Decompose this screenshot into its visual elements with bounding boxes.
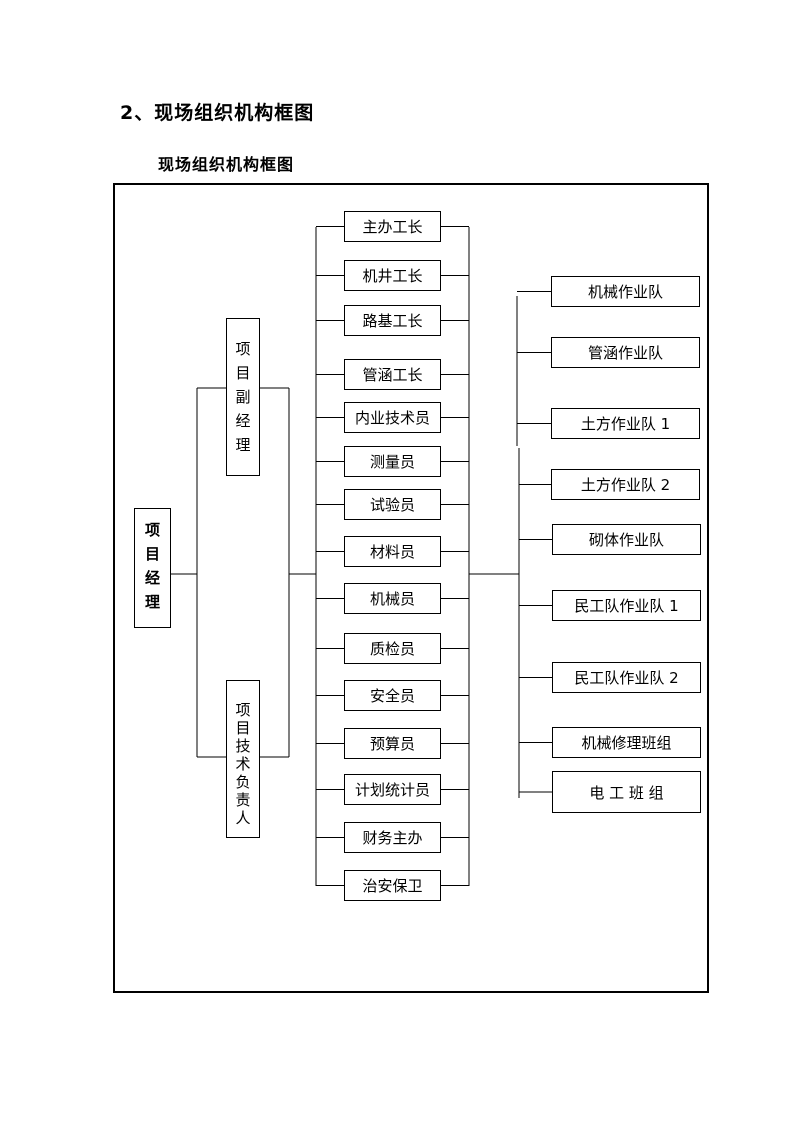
staff-box: 财务主办	[344, 822, 441, 853]
technical-lead-label-3: 技	[235, 737, 251, 755]
technical-lead-label-1: 项	[235, 701, 251, 719]
staff-box: 治安保卫	[344, 870, 441, 901]
project-manager-label-2: 目	[144, 545, 160, 563]
technical-lead-label-4: 术	[235, 755, 251, 773]
project-manager-box: 项 目 经 理	[134, 508, 171, 628]
diagram-title: 现场组织机构框图	[158, 155, 295, 174]
team-box: 机械修理班组	[552, 727, 701, 758]
page-heading: 2、现场组织机构框图	[120, 102, 315, 124]
staff-box: 机井工长	[344, 260, 441, 291]
team-box: 土方作业队 1	[551, 408, 700, 439]
deputy-manager-label-2: 目	[235, 364, 251, 382]
deputy-manager-label-1: 项	[235, 340, 251, 358]
team-box: 砌体作业队	[552, 524, 701, 555]
staff-box: 路基工长	[344, 305, 441, 336]
team-box: 民工队作业队 2	[552, 662, 701, 693]
staff-box: 内业技术员	[344, 402, 441, 433]
diagram-frame	[113, 183, 709, 993]
team-box: 管涵作业队	[551, 337, 700, 368]
staff-box: 安全员	[344, 680, 441, 711]
technical-lead-box: 项 目 技 术 负 责 人	[226, 680, 260, 838]
deputy-manager-box: 项 目 副 经 理	[226, 318, 260, 476]
technical-lead-label-2: 目	[235, 719, 251, 737]
technical-lead-label-5: 负	[235, 773, 251, 791]
technical-lead-label-6: 责	[235, 791, 251, 809]
staff-box: 测量员	[344, 446, 441, 477]
staff-box: 质检员	[344, 633, 441, 664]
team-box: 民工队作业队 1	[552, 590, 701, 621]
deputy-manager-label-4: 经	[235, 412, 251, 430]
technical-lead-label-7: 人	[235, 809, 251, 827]
staff-box: 机械员	[344, 583, 441, 614]
deputy-manager-label-3: 副	[235, 388, 251, 406]
project-manager-label-3: 经	[144, 569, 160, 587]
staff-box: 预算员	[344, 728, 441, 759]
staff-box: 管涵工长	[344, 359, 441, 390]
staff-box: 材料员	[344, 536, 441, 567]
deputy-manager-label-5: 理	[235, 436, 251, 454]
team-box: 电 工 班 组	[552, 771, 701, 813]
project-manager-label-4: 理	[144, 593, 160, 611]
team-box: 土方作业队 2	[551, 469, 700, 500]
project-manager-label-1: 项	[144, 521, 160, 539]
staff-box: 计划统计员	[344, 774, 441, 805]
staff-box: 试验员	[344, 489, 441, 520]
team-box: 机械作业队	[551, 276, 700, 307]
staff-box: 主办工长	[344, 211, 441, 242]
